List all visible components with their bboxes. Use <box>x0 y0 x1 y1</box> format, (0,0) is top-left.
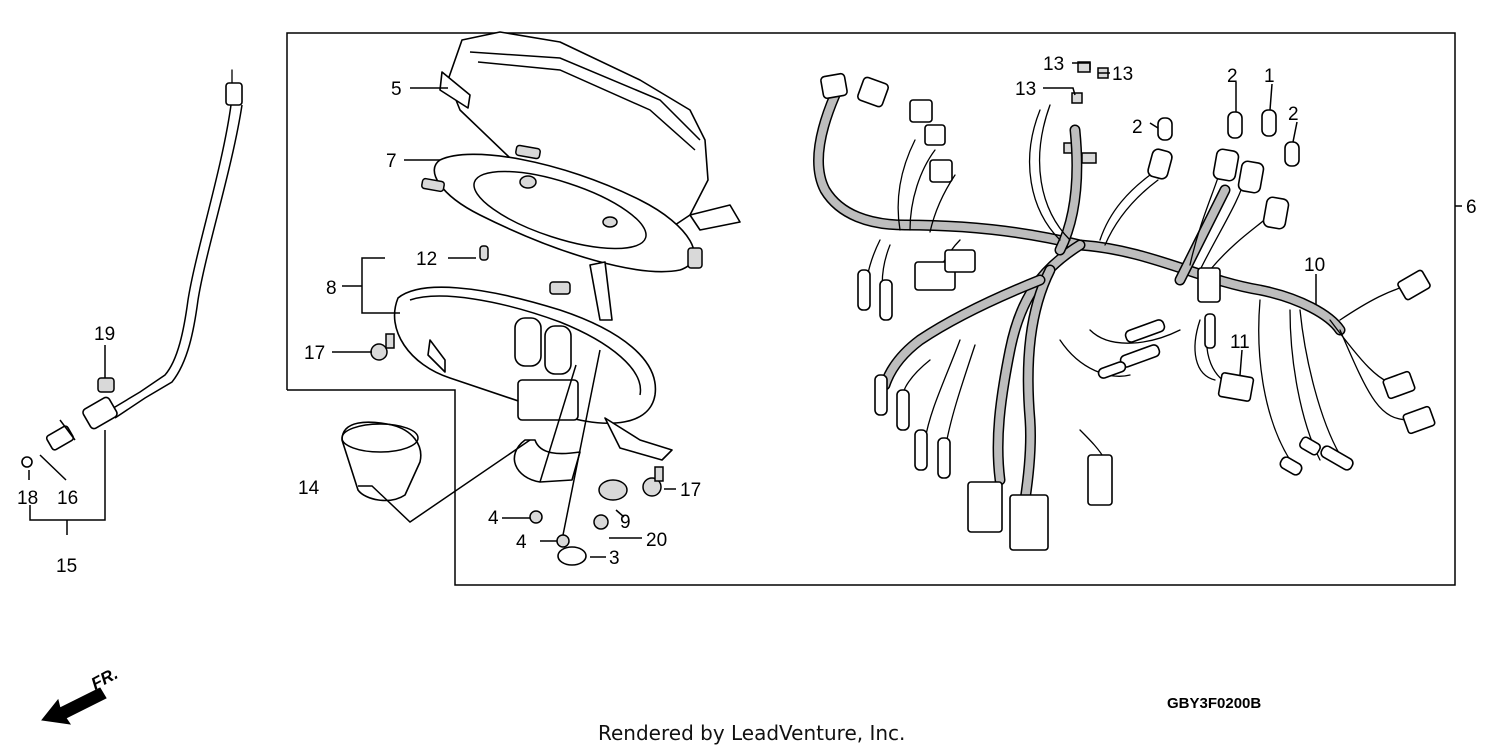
callout-3: 3 <box>609 548 620 569</box>
callout-5: 5 <box>391 79 402 100</box>
diagram-code: GBY3F0200B <box>1167 695 1261 712</box>
front-direction-arrow: FR. <box>41 664 121 725</box>
callout-2: 2 <box>1132 117 1143 138</box>
meter-leaders <box>332 87 676 558</box>
callout-16: 16 <box>57 488 78 509</box>
callout-11: 11 <box>1230 332 1250 353</box>
cable-hose <box>513 417 673 483</box>
callout-17: 17 <box>680 480 701 501</box>
callout-7: 7 <box>386 151 397 172</box>
callout-6: 6 <box>1466 197 1477 218</box>
callout-13: 13 <box>1043 54 1064 75</box>
callout-17: 17 <box>304 343 325 364</box>
meter-panel <box>421 144 703 273</box>
callout-8: 8 <box>326 278 337 299</box>
harness-leaders <box>1043 62 1462 376</box>
callout-9: 9 <box>620 512 631 533</box>
callout-18: 18 <box>17 488 38 509</box>
callout-15: 15 <box>56 556 77 577</box>
direction-label: FR. <box>88 664 121 694</box>
indicator-lens <box>341 421 422 502</box>
meter-upper-case <box>439 31 741 241</box>
wiring-harness <box>812 72 1436 551</box>
callout-12: 12 <box>416 249 437 270</box>
callout-14: 14 <box>298 478 320 499</box>
callout-13: 13 <box>1112 64 1133 85</box>
callout-10: 10 <box>1304 255 1325 276</box>
callout-4: 4 <box>488 508 499 529</box>
callout-2: 2 <box>1227 66 1238 87</box>
callout-1: 1 <box>1264 66 1275 87</box>
callout-20: 20 <box>646 530 667 551</box>
meter-lower-case <box>393 245 657 424</box>
screws <box>370 61 1109 566</box>
assembly-border <box>286 32 1456 586</box>
speedometer-cable <box>21 69 243 468</box>
callout-19: 19 <box>94 324 115 345</box>
render-credit: Rendered by LeadVenture, Inc. <box>598 721 905 745</box>
callout-4: 4 <box>516 532 527 553</box>
leader-16 <box>39 454 67 481</box>
callout-13: 13 <box>1015 79 1036 100</box>
callout-2: 2 <box>1288 104 1299 125</box>
